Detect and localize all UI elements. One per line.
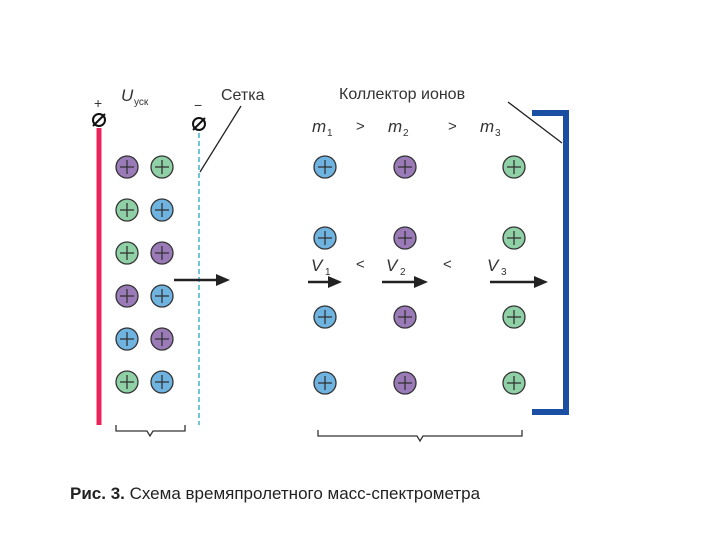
ion-green	[150, 155, 174, 179]
mass-3: m	[480, 117, 494, 136]
mass-1-sub: 1	[327, 128, 333, 139]
ion-blue	[150, 370, 174, 394]
ion-green	[115, 198, 139, 222]
velocity-arrow-2	[382, 276, 428, 288]
collector-label: Коллектор ионов	[339, 86, 465, 103]
acceleration-arrow	[174, 274, 230, 286]
caption-text: Схема времяпролетного масс-спектрометра	[124, 484, 481, 503]
ion-purple	[115, 155, 139, 179]
ion-green	[115, 241, 139, 265]
gt-sign-2: >	[448, 118, 457, 135]
ion-purple	[393, 305, 417, 329]
ion-purple	[393, 155, 417, 179]
velocity-1: V	[311, 256, 324, 275]
source-brace	[115, 425, 186, 438]
ion-blue	[150, 198, 174, 222]
grid-pointer	[199, 105, 242, 173]
ion-green	[502, 226, 526, 250]
figure-caption: Рис. 3. Схема времяпролетного масс-спект…	[70, 484, 480, 504]
caption-prefix: Рис. 3.	[70, 484, 125, 503]
ions-layer	[115, 155, 526, 395]
velocity-arrow-3	[490, 276, 548, 288]
gt-sign-1: >	[356, 118, 365, 135]
ion-blue	[313, 305, 337, 329]
voltage-label-sub: уск	[134, 97, 149, 108]
voltage-label: U	[121, 86, 134, 105]
velocity-1-sub: 1	[325, 267, 331, 278]
ion-green	[502, 371, 526, 395]
mass-3-sub: 3	[495, 128, 501, 139]
mass-1: m	[312, 117, 326, 136]
ion-blue	[150, 284, 174, 308]
velocity-arrow-1	[308, 276, 342, 288]
ion-blue	[115, 327, 139, 351]
lt-sign-1: <	[356, 256, 365, 273]
ion-collector	[532, 110, 569, 415]
ion-blue	[313, 226, 337, 250]
ion-purple	[150, 241, 174, 265]
minus-sign: −	[194, 97, 202, 113]
ion-blue	[313, 155, 337, 179]
ion-purple	[393, 226, 417, 250]
collector-pointer	[507, 101, 563, 144]
minus-terminal	[192, 117, 206, 131]
ion-green	[115, 370, 139, 394]
mass-2-sub: 2	[403, 128, 409, 139]
ion-green	[502, 155, 526, 179]
plus-sign: +	[94, 95, 102, 111]
ion-purple	[150, 327, 174, 351]
ion-purple	[115, 284, 139, 308]
velocity-2-sub: 2	[400, 267, 406, 278]
ion-green	[502, 305, 526, 329]
drift-brace	[317, 430, 523, 443]
velocity-3: V	[487, 256, 500, 275]
plus-terminal	[92, 113, 106, 127]
mass-2: m	[388, 117, 402, 136]
ion-blue	[313, 371, 337, 395]
velocity-3-sub: 3	[501, 267, 507, 278]
grid-label: Сетка	[221, 87, 265, 104]
velocity-2: V	[386, 256, 399, 275]
lt-sign-2: <	[443, 256, 452, 273]
ion-purple	[393, 371, 417, 395]
